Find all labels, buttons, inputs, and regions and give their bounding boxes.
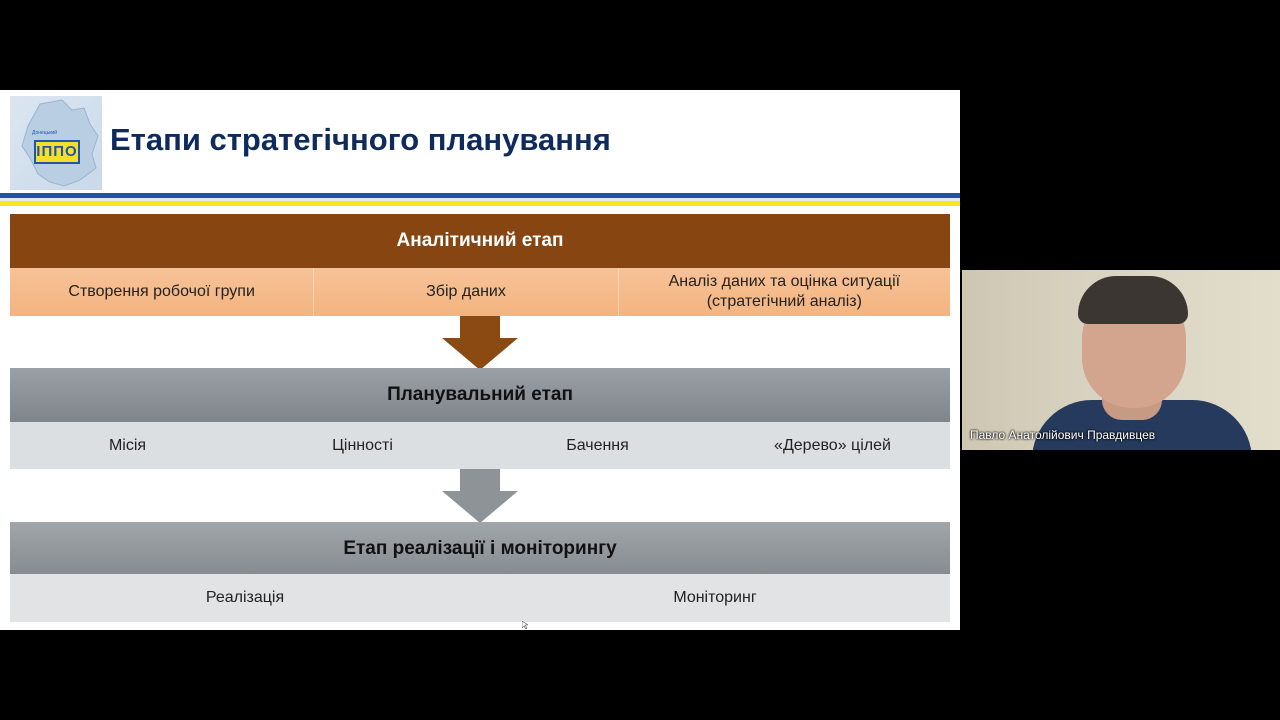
presentation-slide: Донецький ІППО Етапи стратегічного плану…	[0, 90, 960, 630]
slide-title: Етапи стратегічного планування	[110, 122, 611, 157]
stage-implementation-header: Етап реалізації і моніторингу	[10, 522, 950, 576]
mouse-cursor-icon	[522, 621, 528, 629]
stage-item: Збір даних	[313, 268, 617, 316]
stage-item: Цінності	[332, 436, 393, 454]
down-arrow-icon	[442, 316, 518, 370]
stage-item: Бачення	[566, 436, 629, 454]
stage-item: «Дерево» цілей	[774, 436, 891, 454]
stage-planning-items: Місія Цінності Бачення «Дерево» цілей	[10, 422, 950, 469]
yellow-stripe	[0, 201, 960, 206]
logo-text: ІППО	[34, 140, 80, 164]
stage-item: Моніторинг	[673, 589, 757, 606]
stage-item: Місія	[108, 436, 147, 454]
stage-item: Реалізація	[205, 589, 285, 606]
stage-item: Створення робочої групи	[68, 283, 255, 300]
gray-stripe	[0, 198, 960, 201]
ippo-logo: Донецький ІППО	[10, 96, 102, 190]
stage-item: Аналіз даних та оцінка ситуації (стратег…	[617, 268, 950, 316]
stage-analytical-items: Створення робочої групи Збір даних Аналі…	[10, 268, 950, 316]
stage-analytical-header: Аналітичний етап	[10, 214, 950, 268]
stage-planning-header: Планувальний етап	[10, 368, 950, 422]
participant-name: Павло Анатолійович Правдивцев	[970, 428, 1156, 442]
participant-video-tile[interactable]: Павло Анатолійович Правдивцев	[962, 270, 1280, 450]
down-arrow-icon	[442, 469, 518, 523]
participant-hair	[1078, 276, 1188, 324]
blue-stripe	[0, 193, 960, 198]
logo-subtext: Донецький	[32, 130, 58, 136]
stage-implementation-items: Реалізація Моніторинг	[10, 574, 950, 622]
